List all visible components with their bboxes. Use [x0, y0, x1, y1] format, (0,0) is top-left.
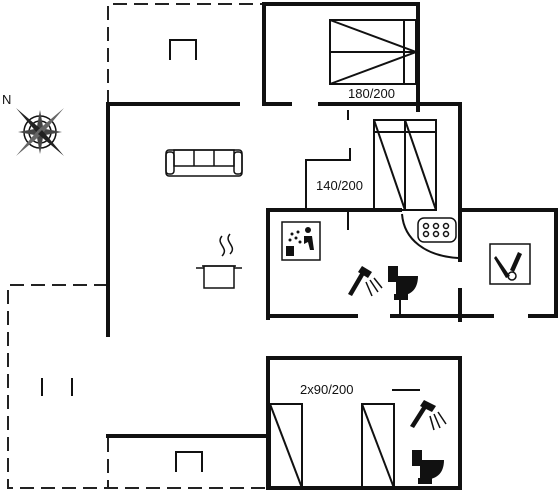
interior-lines [305, 110, 420, 391]
bed-label-2x90: 2x90/200 [300, 382, 354, 397]
compass-north-label: N [2, 92, 11, 107]
terrace-outlines [7, 3, 268, 489]
bed-90-right [361, 403, 395, 489]
sauna-icon [281, 221, 321, 261]
cooking-pot-icon [196, 233, 242, 289]
spa-bath-icon [401, 213, 459, 259]
bed-label-140: 140/200 [316, 178, 363, 193]
sofa-icon [165, 149, 243, 177]
bed-180 [329, 19, 419, 85]
bed-label-180: 180/200 [348, 86, 395, 101]
walls [106, 2, 558, 490]
bed-90-left [269, 403, 303, 489]
shower-icon-lower [410, 400, 447, 431]
washing-machine-icon [489, 243, 531, 285]
compass-rose-icon [16, 108, 64, 156]
bed-140 [373, 119, 437, 211]
terrace-markers [41, 39, 203, 472]
toilet-icon [388, 266, 418, 300]
toilet-icon-lower [412, 450, 444, 484]
shower-icon [348, 266, 383, 297]
